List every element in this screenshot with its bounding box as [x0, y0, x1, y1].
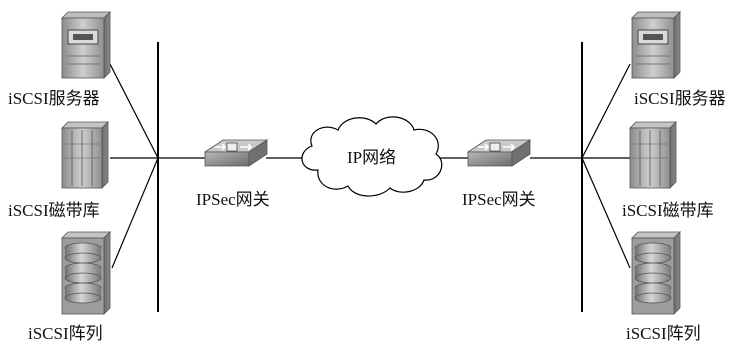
right-server-icon [631, 11, 681, 79]
right-gateway-icon [467, 139, 531, 167]
right-disk-array-icon [631, 231, 681, 315]
left-tape-library-label: iSCSI磁带库 [8, 201, 100, 220]
right-tape-library-icon [629, 121, 677, 189]
left-gateway-icon [204, 139, 268, 167]
right-connections [530, 63, 631, 269]
right-disk-array-label: iSCSI阵列 [626, 324, 701, 343]
left-server-icon [61, 11, 111, 79]
right-gateway-label: IPSec网关 [462, 190, 536, 209]
left-disk-array-label: iSCSI阵列 [28, 324, 103, 343]
left-tape-library-icon [61, 121, 109, 189]
network-label: IP网络 [347, 148, 396, 167]
left-disk-array-icon [61, 231, 111, 315]
cloud-icon [301, 116, 443, 197]
left-gateway-label: IPSec网关 [196, 190, 270, 209]
right-tape-library-label: iSCSI磁带库 [622, 201, 714, 220]
left-server-label: iSCSI服务器 [8, 89, 100, 108]
right-server-label: iSCSI服务器 [634, 89, 726, 108]
left-connections [109, 63, 206, 269]
